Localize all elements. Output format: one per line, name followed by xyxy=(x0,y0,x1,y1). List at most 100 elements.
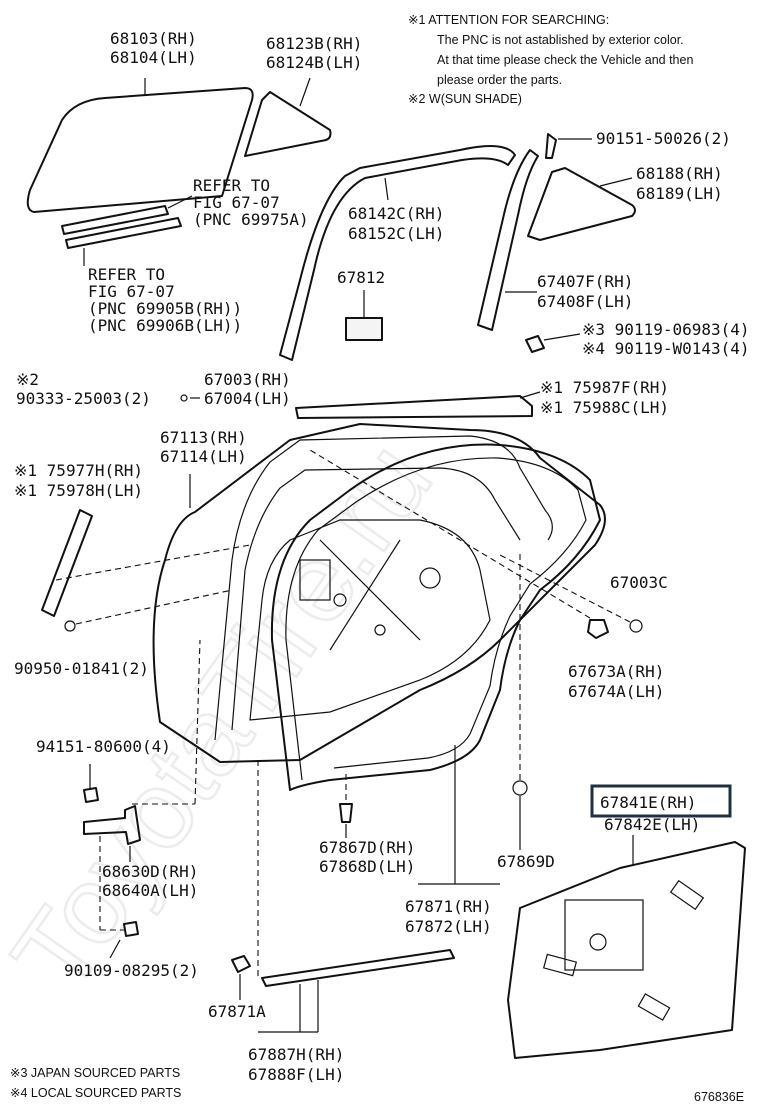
service-hole-2 xyxy=(374,624,386,636)
door-weatherstrip-67871 xyxy=(270,443,601,791)
label-67003[interactable]: 67003(RH) xyxy=(204,370,291,389)
dash-67673a xyxy=(309,449,591,619)
leader-ref1 xyxy=(167,195,193,209)
label-90333[interactable]: 90333-25003(2) xyxy=(16,389,151,408)
note-line-1: ※1 ATTENTION FOR SEARCHING: xyxy=(408,13,609,27)
clip-67003c xyxy=(629,619,643,633)
label-ref2-b: FIG 67-07 xyxy=(88,282,175,301)
label-90151[interactable]: 90151-50026(2) xyxy=(596,129,731,148)
note-line-3: At that time please check the Vehicle an… xyxy=(437,53,693,67)
dash-67003c xyxy=(499,554,631,623)
cover-hole xyxy=(589,933,607,951)
label-75977h[interactable]: ※1 75977H(RH) xyxy=(14,461,143,480)
label-67114[interactable]: 67114(LH) xyxy=(160,447,247,466)
label-67408f[interactable]: 67408F(LH) xyxy=(537,292,633,311)
footer-japan-sourced: ※3 JAPAN SOURCED PARTS xyxy=(10,1066,180,1080)
label-ref2-c: (PNC 69905B(RH)) xyxy=(88,299,242,318)
clip-90950 xyxy=(64,620,76,632)
label-90333-mark: ※2 xyxy=(16,370,39,389)
label-68104[interactable]: 68104(LH) xyxy=(110,48,197,67)
door-inner-panel xyxy=(249,519,491,721)
belt-molding-outer xyxy=(61,205,169,235)
label-67871a[interactable]: 67871A xyxy=(208,1002,266,1021)
label-67888f[interactable]: 67888F(LH) xyxy=(248,1065,344,1084)
note-line-4: please order the parts. xyxy=(437,73,562,87)
label-68152c[interactable]: 68152C(LH) xyxy=(348,224,444,243)
quarter-window xyxy=(244,91,332,157)
belt-molding-inner xyxy=(65,217,182,249)
label-67868d[interactable]: 67868D(LH) xyxy=(319,857,415,876)
dash-75977h xyxy=(55,544,251,581)
clip-67871a xyxy=(231,955,251,973)
bolt-90119 xyxy=(525,335,545,353)
label-67003c[interactable]: 67003C xyxy=(610,573,668,592)
cushion-67812 xyxy=(345,317,383,341)
label-68188[interactable]: 68188(RH) xyxy=(636,164,723,183)
label-67841e[interactable]: 67841E(RH) xyxy=(600,793,696,812)
leader-68123b xyxy=(299,77,311,107)
door-weatherstrip-inner xyxy=(285,457,587,781)
label-67113[interactable]: 67113(RH) xyxy=(160,428,247,447)
watermark: ToyotaTire.ru xyxy=(0,421,456,1014)
label-ref2-a: REFER TO xyxy=(88,265,165,284)
service-hole-cover xyxy=(507,841,746,1059)
leader-68188 xyxy=(599,177,633,187)
figure-code: 676836E xyxy=(694,1090,744,1104)
label-67872[interactable]: 67872(LH) xyxy=(405,917,492,936)
label-67887h[interactable]: 67887H(RH) xyxy=(248,1045,344,1064)
label-90119-a[interactable]: ※3 90119-06983(4) xyxy=(582,320,750,339)
rear-door-panel xyxy=(152,423,606,763)
attention-note: ※1 ATTENTION FOR SEARCHING: The PNC is n… xyxy=(408,13,693,106)
label-67869d[interactable]: 67869D xyxy=(497,852,555,871)
label-ref1-c: (PNC 69975A) xyxy=(193,210,309,229)
label-67867d[interactable]: 67867D(RH) xyxy=(319,838,415,857)
dash-90950 xyxy=(75,589,233,625)
footer-local-sourced: ※4 LOCAL SOURCED PARTS xyxy=(10,1086,181,1100)
label-94151[interactable]: 94151-80600(4) xyxy=(36,737,171,756)
label-67842e[interactable]: 67842E(LH) xyxy=(604,815,700,834)
cover-opening xyxy=(564,899,644,971)
clip-67673a xyxy=(587,619,609,639)
regulator-arm xyxy=(319,539,421,651)
label-68189[interactable]: 68189(LH) xyxy=(636,184,723,203)
belt-weatherstrip-75987f xyxy=(295,395,533,419)
label-68124b[interactable]: 68124B(LH) xyxy=(266,53,362,72)
label-68142c[interactable]: 68142C(RH) xyxy=(348,204,444,223)
dash-door-check-3 xyxy=(194,639,201,805)
bolt-94151 xyxy=(83,787,99,803)
cover-tab-3 xyxy=(637,993,671,1021)
label-67812[interactable]: 67812 xyxy=(337,268,385,287)
selected-part-highlight xyxy=(590,784,732,818)
bolt-90109 xyxy=(123,921,139,937)
quarter-glass-68188 xyxy=(527,167,636,241)
cover-tab-2 xyxy=(669,879,705,911)
label-67673a[interactable]: 67673A(RH) xyxy=(568,662,664,681)
label-68630d[interactable]: 68630D(RH) xyxy=(102,862,198,881)
label-67674a[interactable]: 67674A(LH) xyxy=(568,682,664,701)
clip-67867d xyxy=(339,803,353,823)
note-line-2: The PNC is not astablished by exterior c… xyxy=(437,33,684,47)
leader-68142c xyxy=(384,177,389,201)
footer-notes: ※3 JAPAN SOURCED PARTS ※4 LOCAL SOURCED … xyxy=(10,1066,744,1104)
garnish-75977h xyxy=(41,509,93,617)
door-glass xyxy=(26,87,254,213)
label-68640a[interactable]: 68640A(LH) xyxy=(102,881,198,900)
leader-75987f xyxy=(519,391,541,399)
regulator-bracket xyxy=(299,559,331,601)
label-90109[interactable]: 90109-08295(2) xyxy=(64,961,199,980)
label-75987f[interactable]: ※1 75987F(RH) xyxy=(540,378,669,397)
label-68123b[interactable]: 68123B(RH) xyxy=(266,34,362,53)
label-67407f[interactable]: 67407F(RH) xyxy=(537,272,633,291)
door-check xyxy=(83,805,141,845)
label-90950[interactable]: 90950-01841(2) xyxy=(14,659,149,678)
label-68103[interactable]: 68103(RH) xyxy=(110,29,197,48)
division-bar xyxy=(477,149,539,331)
label-90119-b[interactable]: ※4 90119-W0143(4) xyxy=(582,339,750,358)
label-75978h[interactable]: ※1 75978H(LH) xyxy=(14,481,143,500)
label-ref2-d: (PNC 69906B(LH)) xyxy=(88,316,242,335)
label-67871[interactable]: 67871(RH) xyxy=(405,897,492,916)
label-75988c[interactable]: ※1 75988C(LH) xyxy=(540,398,669,417)
label-67004[interactable]: 67004(LH) xyxy=(204,389,291,408)
door-inner-frame xyxy=(231,467,521,731)
clip-90333 xyxy=(180,394,188,402)
